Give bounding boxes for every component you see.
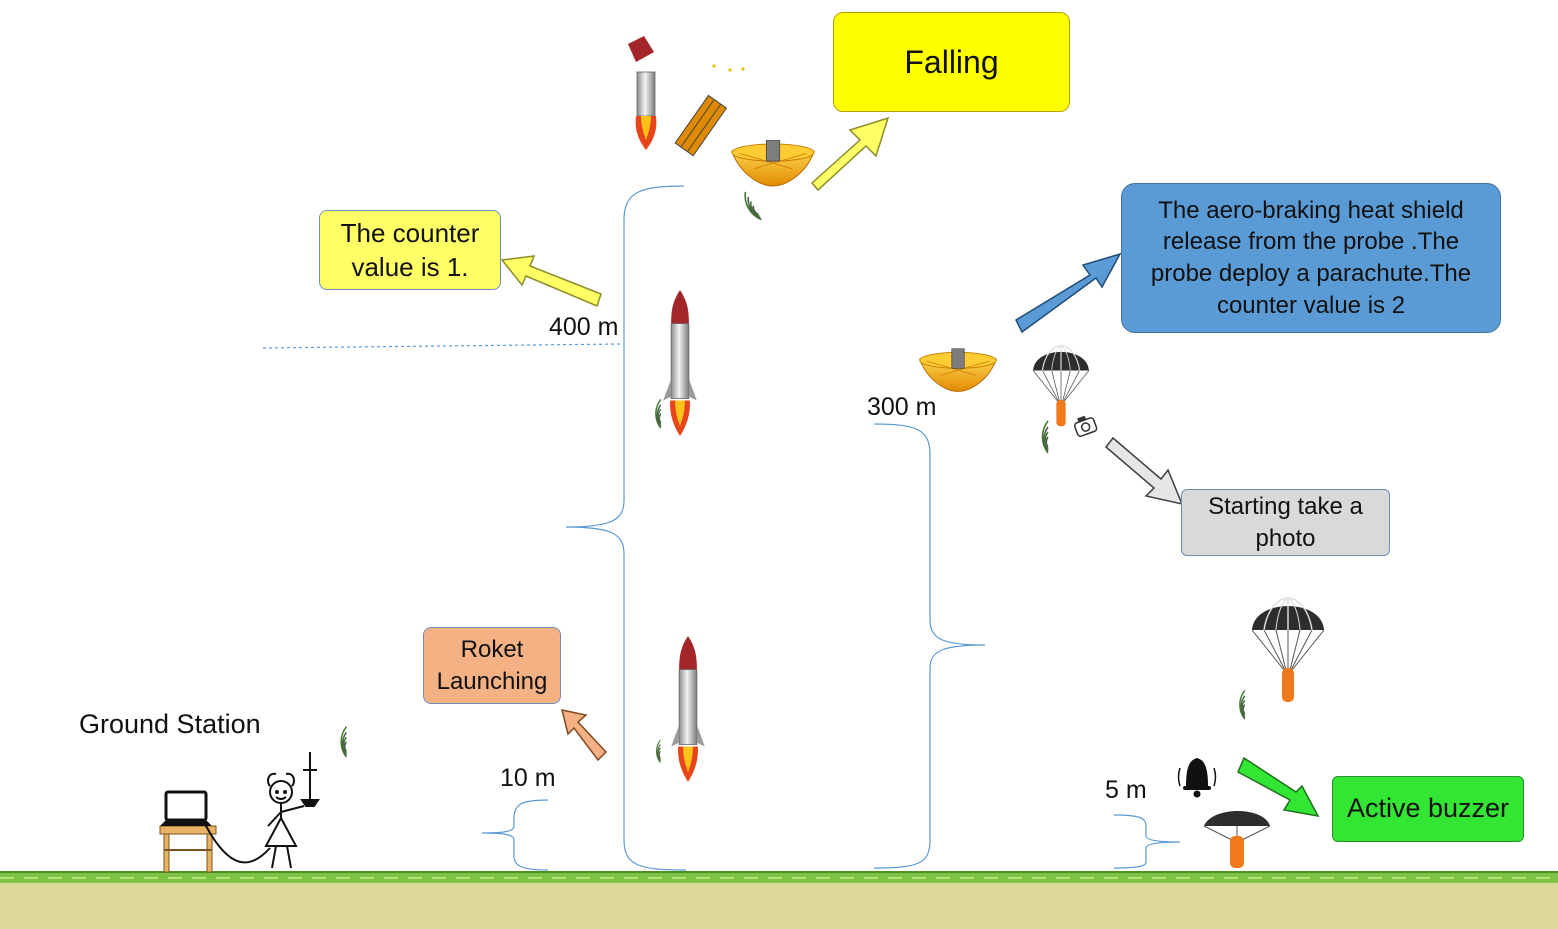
heat-shield-probe-300m-icon	[919, 348, 997, 392]
laptop-icon	[160, 790, 212, 826]
arrow-to-buzzer	[1237, 756, 1320, 818]
ground-station-label: Ground Station	[79, 709, 261, 739]
rocket-separating-icon	[628, 36, 657, 150]
heat-shield-text: The aero-braking heat shield release fro…	[1150, 196, 1472, 319]
brace-400m	[565, 185, 687, 871]
arrow-to-counter-1	[500, 255, 602, 308]
bell-icon	[1177, 758, 1217, 798]
camera-icon	[1073, 415, 1098, 437]
counter-1-text: The counter value is 1.	[340, 217, 480, 282]
brace-300m	[873, 423, 986, 869]
altitude-5m-label: 5 m	[1105, 776, 1147, 804]
falling-callout: Falling	[833, 12, 1070, 112]
launch-callout: Roket Launching	[423, 627, 561, 704]
heat-shield-callout: The aero-braking heat shield release fro…	[1121, 183, 1501, 333]
buzzer-callout: Active buzzer	[1332, 776, 1524, 842]
antenna-tower-icon	[300, 752, 320, 807]
arrow-to-heat-shield	[1015, 252, 1122, 334]
brace-5m	[1113, 814, 1181, 869]
ground-station-desk	[159, 825, 217, 873]
heat-shield-probe-top-icon	[731, 140, 815, 187]
grass-strip	[0, 871, 1558, 883]
signal-waves-icon	[655, 738, 662, 764]
rocket-launch-icon	[670, 636, 706, 783]
altitude-dotted-line	[262, 343, 623, 349]
altitude-300m-label: 300 m	[867, 393, 937, 421]
counter-1-callout: The counter value is 1.	[319, 210, 501, 290]
signal-waves-icon	[739, 190, 763, 224]
brace-10m	[481, 799, 549, 871]
payload-canister-icon	[674, 94, 728, 157]
ground	[0, 882, 1558, 929]
arrow-to-falling	[810, 116, 890, 192]
arrow-to-launch	[560, 709, 608, 762]
altitude-400m-label: 400 m	[549, 313, 619, 341]
launch-text: Roket Launching	[436, 635, 548, 695]
parachute-descent-icon	[1251, 597, 1325, 703]
buzzer-text: Active buzzer	[1346, 793, 1510, 824]
rocket-400m-icon	[662, 290, 698, 437]
signal-waves-icon	[1041, 419, 1050, 455]
signal-waves-icon	[654, 398, 662, 430]
falling-text: Falling	[904, 43, 999, 80]
debris-sparks-icon	[712, 64, 745, 72]
altitude-10m-label: 10 m	[500, 764, 556, 792]
signal-waves-icon	[340, 725, 348, 758]
arrow-to-photo	[1104, 436, 1184, 506]
signal-waves-icon	[1238, 689, 1247, 721]
photo-callout: Starting take a photo	[1181, 489, 1390, 556]
landed-parachute-icon	[1203, 811, 1271, 868]
antenna-cable	[205, 825, 271, 864]
operator-figure-icon	[264, 772, 305, 869]
photo-text: Starting take a photo	[1208, 492, 1363, 552]
parachute-probe-icon	[1032, 345, 1090, 427]
